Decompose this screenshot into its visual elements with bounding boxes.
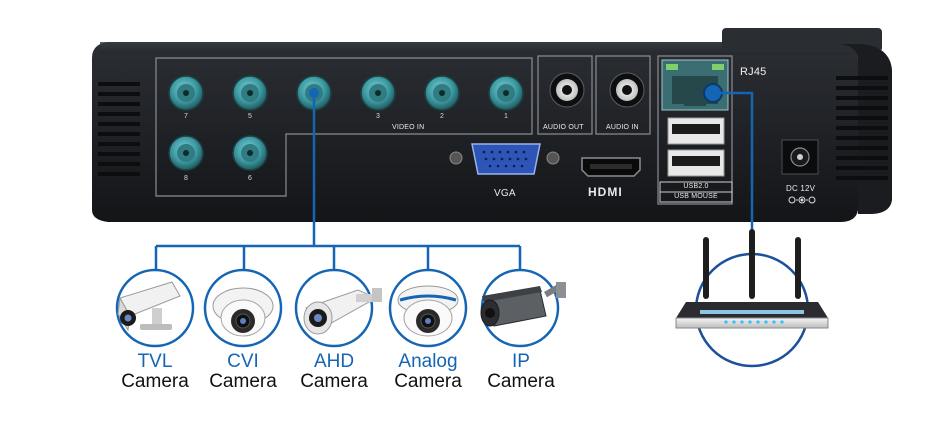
usb-label-1: USB2.0 bbox=[683, 183, 709, 190]
hdmi-port bbox=[581, 157, 641, 177]
audio-in-jack bbox=[595, 55, 651, 135]
vga-label: VGA bbox=[494, 188, 516, 199]
bnc-connector-2 bbox=[424, 75, 460, 111]
bnc-connector-7 bbox=[168, 75, 204, 111]
camera-label-cvi: CVI Camera bbox=[198, 352, 288, 392]
dome-camera-icon bbox=[203, 268, 283, 348]
camera-type: CVI bbox=[227, 351, 259, 372]
bnc-number: 5 bbox=[248, 113, 252, 120]
hdmi-label: HDMI bbox=[588, 185, 623, 199]
camera-type: IP bbox=[512, 351, 530, 372]
bnc-number: 3 bbox=[376, 113, 380, 120]
camera-type: AHD bbox=[313, 351, 355, 372]
camera-word: Camera bbox=[300, 371, 368, 392]
audio-out-jack bbox=[537, 55, 593, 135]
bnc-connector-1 bbox=[488, 75, 524, 111]
bnc-connector-6 bbox=[232, 135, 268, 171]
bullet-camera-icon bbox=[115, 268, 195, 348]
camera-word: Camera bbox=[209, 371, 277, 392]
right-vent bbox=[836, 76, 888, 180]
camera-word: Camera bbox=[487, 371, 555, 392]
camera-label-ip: IP Camera bbox=[476, 352, 566, 392]
video-in-panel-outline bbox=[155, 57, 533, 197]
dc-power-jack bbox=[781, 139, 819, 204]
bnc-number: 6 bbox=[248, 175, 252, 182]
camera-word: Camera bbox=[394, 371, 462, 392]
dvr-body bbox=[92, 28, 892, 222]
dc-label: DC 12V bbox=[786, 184, 816, 193]
audio-in-label: AUDIO IN bbox=[606, 124, 639, 131]
camera-type: TVL bbox=[137, 351, 173, 372]
rj45-label: RJ45 bbox=[740, 66, 767, 78]
bnc-connector-8 bbox=[168, 135, 204, 171]
bnc-connector-5 bbox=[232, 75, 268, 111]
bnc-number: 1 bbox=[504, 113, 508, 120]
vga-port bbox=[449, 143, 560, 175]
wifi-router-icon bbox=[675, 229, 829, 368]
left-vent bbox=[98, 82, 140, 176]
audio-out-label: AUDIO OUT bbox=[543, 124, 584, 131]
bnc-number: 7 bbox=[184, 113, 188, 120]
video-in-label: VIDEO IN bbox=[392, 124, 425, 131]
camera-label-tvl: TVL Camera bbox=[110, 352, 200, 392]
dome-camera-icon bbox=[388, 268, 468, 348]
zoom-bullet-camera-icon bbox=[480, 268, 566, 348]
usb-label-2: USB MOUSE bbox=[674, 193, 718, 200]
camera-label-ahd: AHD Camera bbox=[289, 352, 379, 392]
bnc-connector-3 bbox=[360, 75, 396, 111]
bullet-camera-icon bbox=[294, 268, 382, 348]
camera-word: Camera bbox=[121, 371, 189, 392]
camera-type: Analog bbox=[398, 351, 458, 372]
router-connection-line bbox=[713, 91, 754, 278]
usb-ports bbox=[659, 117, 733, 203]
bnc-number: 2 bbox=[440, 113, 444, 120]
bnc-number: 8 bbox=[184, 175, 188, 182]
camera-label-analog: Analog Camera bbox=[383, 352, 473, 392]
